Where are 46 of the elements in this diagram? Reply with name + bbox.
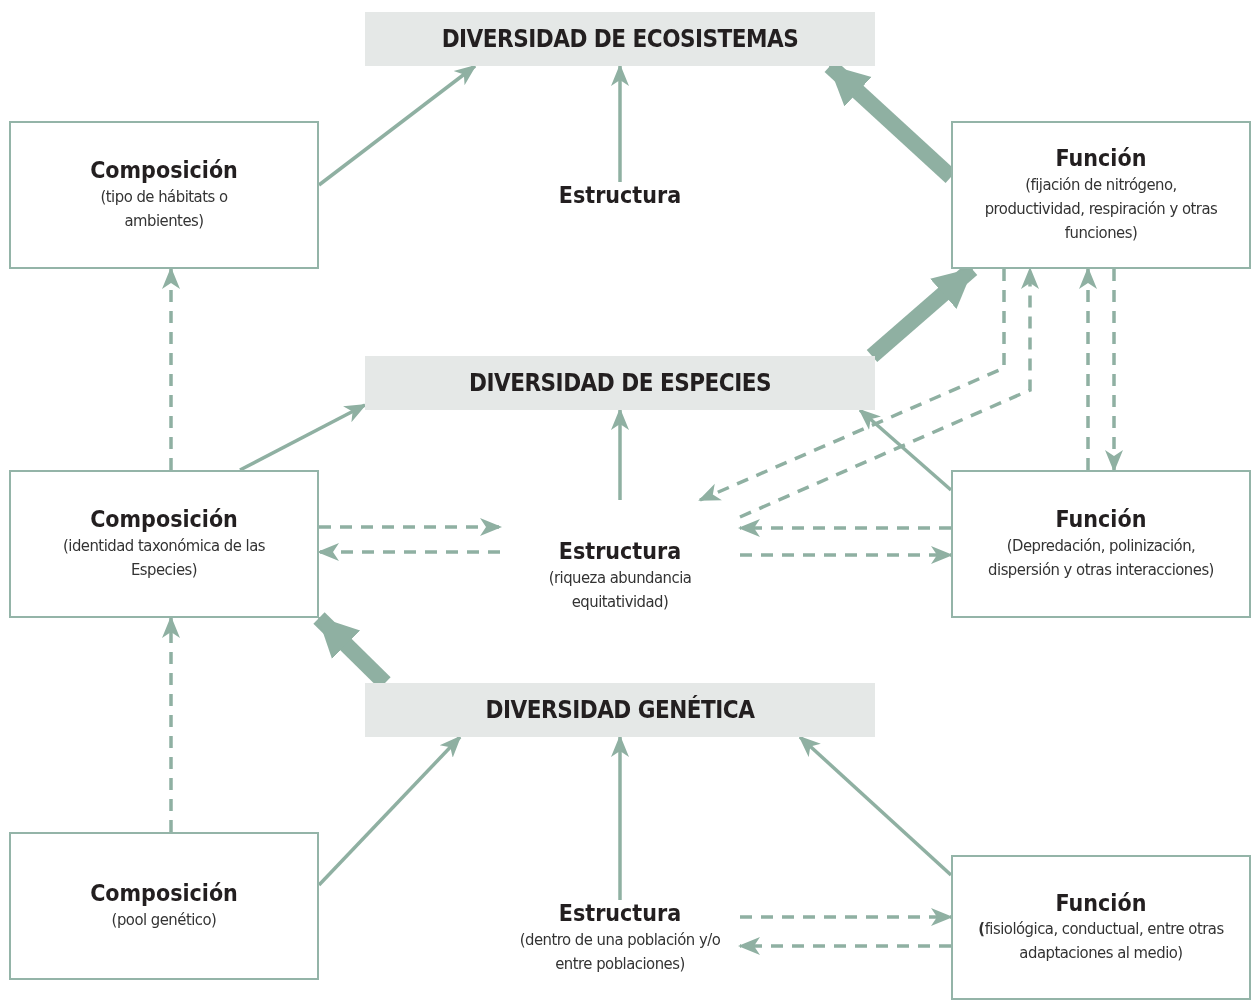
category-heading: Función xyxy=(1055,506,1147,534)
dashed-arrow xyxy=(319,518,502,536)
arrow xyxy=(858,408,953,492)
category-description: (Depredación, polinización, dispersión y otras interacciones) xyxy=(987,534,1215,581)
dashed-arrow xyxy=(738,519,951,537)
category-description: (dentro de una población y/o entre poblaciones) xyxy=(518,928,722,975)
dashed-arrow xyxy=(1105,269,1123,472)
arrow xyxy=(611,64,629,182)
arrow xyxy=(611,735,629,900)
category-heading: Estructura xyxy=(558,900,682,928)
dashed-arrow xyxy=(1079,267,1097,470)
category-heading: Estructura xyxy=(558,182,682,210)
band-title: DIVERSIDAD DE ECOSISTEMAS xyxy=(441,24,799,54)
band-title: DIVERSIDAD GENÉTICA xyxy=(485,695,755,725)
band-title: DIVERSIDAD DE ESPECIES xyxy=(469,368,771,398)
diversity-level-band xyxy=(365,356,875,410)
category-heading: Composición xyxy=(90,157,238,185)
arrow xyxy=(798,735,953,877)
category-heading: Estructura xyxy=(558,538,682,566)
arrow xyxy=(611,408,629,500)
category-box xyxy=(951,121,1251,269)
category-box xyxy=(9,470,319,618)
diversity-level-band xyxy=(365,12,875,66)
category-heading: Función xyxy=(1055,889,1147,918)
dashed-arrow xyxy=(740,908,953,926)
category-heading: Función xyxy=(1055,145,1147,173)
dashed-arrow xyxy=(162,267,180,470)
category-box xyxy=(951,470,1251,618)
dashed-arrow xyxy=(738,937,951,955)
category-heading: Composición xyxy=(90,880,238,908)
category-description: (identidad taxonómica de las Especies) xyxy=(61,534,266,581)
category-box xyxy=(9,121,319,269)
category-box xyxy=(9,832,319,980)
category-heading: Composición xyxy=(90,506,238,534)
dashed-arrow xyxy=(739,267,1039,519)
dashed-arrow xyxy=(740,546,953,564)
category-description: (pool genético) xyxy=(111,908,217,931)
dashed-arrow xyxy=(162,616,180,832)
category-description: (fijación de nitrógeno, productividad, respiración y otras funciones) xyxy=(983,173,1219,244)
arrow xyxy=(239,403,367,472)
category-box xyxy=(951,855,1251,1000)
category-description: (fisiológica, conductual, entre otras adaptaciones al medio) xyxy=(977,918,1225,965)
category-description: (riqueza abundancia equitatividad) xyxy=(547,566,693,613)
category-description: (tipo de hábitats o ambientes) xyxy=(99,185,229,232)
dashed-arrow xyxy=(698,269,1006,502)
diversity-level-band xyxy=(365,683,875,737)
